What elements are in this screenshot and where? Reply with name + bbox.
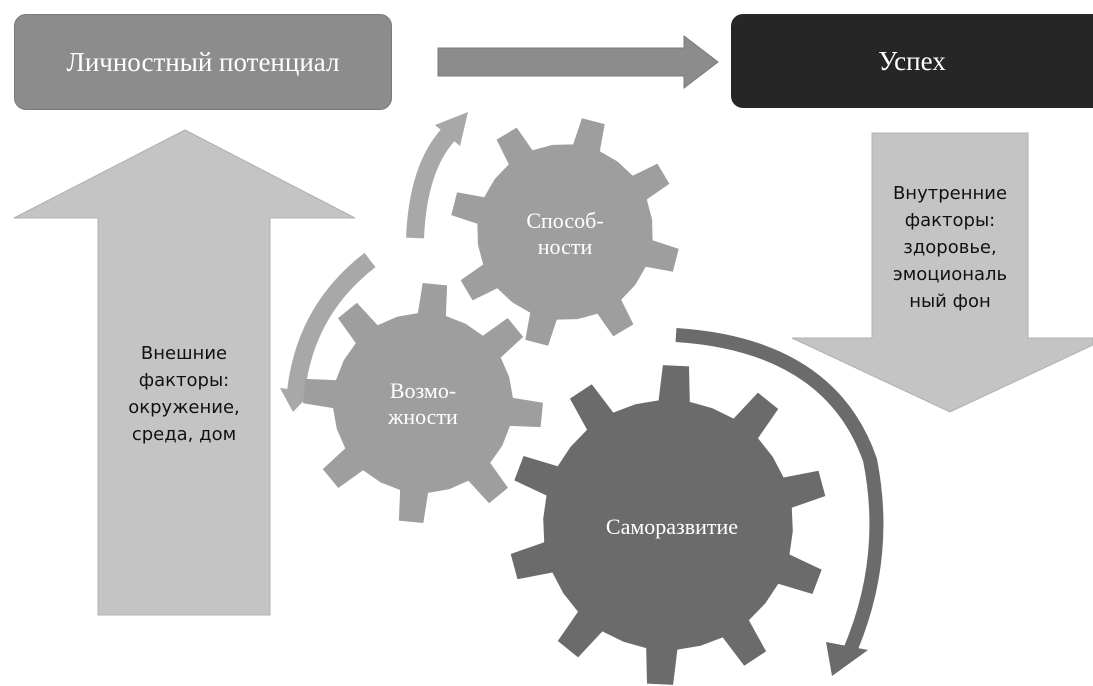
- gear-abilities-shape: [451, 118, 679, 346]
- curved-arrow-right: [675, 328, 884, 658]
- personal-potential-label: Личностный потенциал: [66, 46, 340, 77]
- success-box: Успех: [731, 14, 1093, 108]
- opportunities-gear: [303, 283, 543, 523]
- abilities-label: Способ- ности: [526, 208, 604, 259]
- self-development-gear: [510, 365, 826, 685]
- internal-factors-down-arrow: [791, 132, 1093, 413]
- personal-potential-box: Личностный потенциал: [14, 14, 392, 110]
- external-factors-text: Внешние факторы: окружение, среда, дом: [128, 343, 240, 445]
- opportunities-label: Возмо- жности: [388, 378, 458, 429]
- curved-arrow-right-head: [826, 642, 868, 676]
- gear-opportunities-shape: [303, 283, 543, 523]
- self-development-label: Саморазвитие: [605, 514, 739, 539]
- success-label: Успех: [878, 45, 946, 76]
- curved-arrow-up-head: [435, 112, 468, 146]
- internal-factors-text: Внутренние факторы: здоровье, эмоциональ…: [892, 183, 1008, 312]
- curved-arrow-left: [287, 252, 376, 394]
- curved-arrow-up: [406, 128, 455, 239]
- gear-selfdev-shape: [510, 365, 826, 685]
- potential-to-success-arrow: [437, 34, 719, 90]
- abilities-gear: [451, 118, 679, 346]
- external-factors-up-arrow: [13, 129, 356, 616]
